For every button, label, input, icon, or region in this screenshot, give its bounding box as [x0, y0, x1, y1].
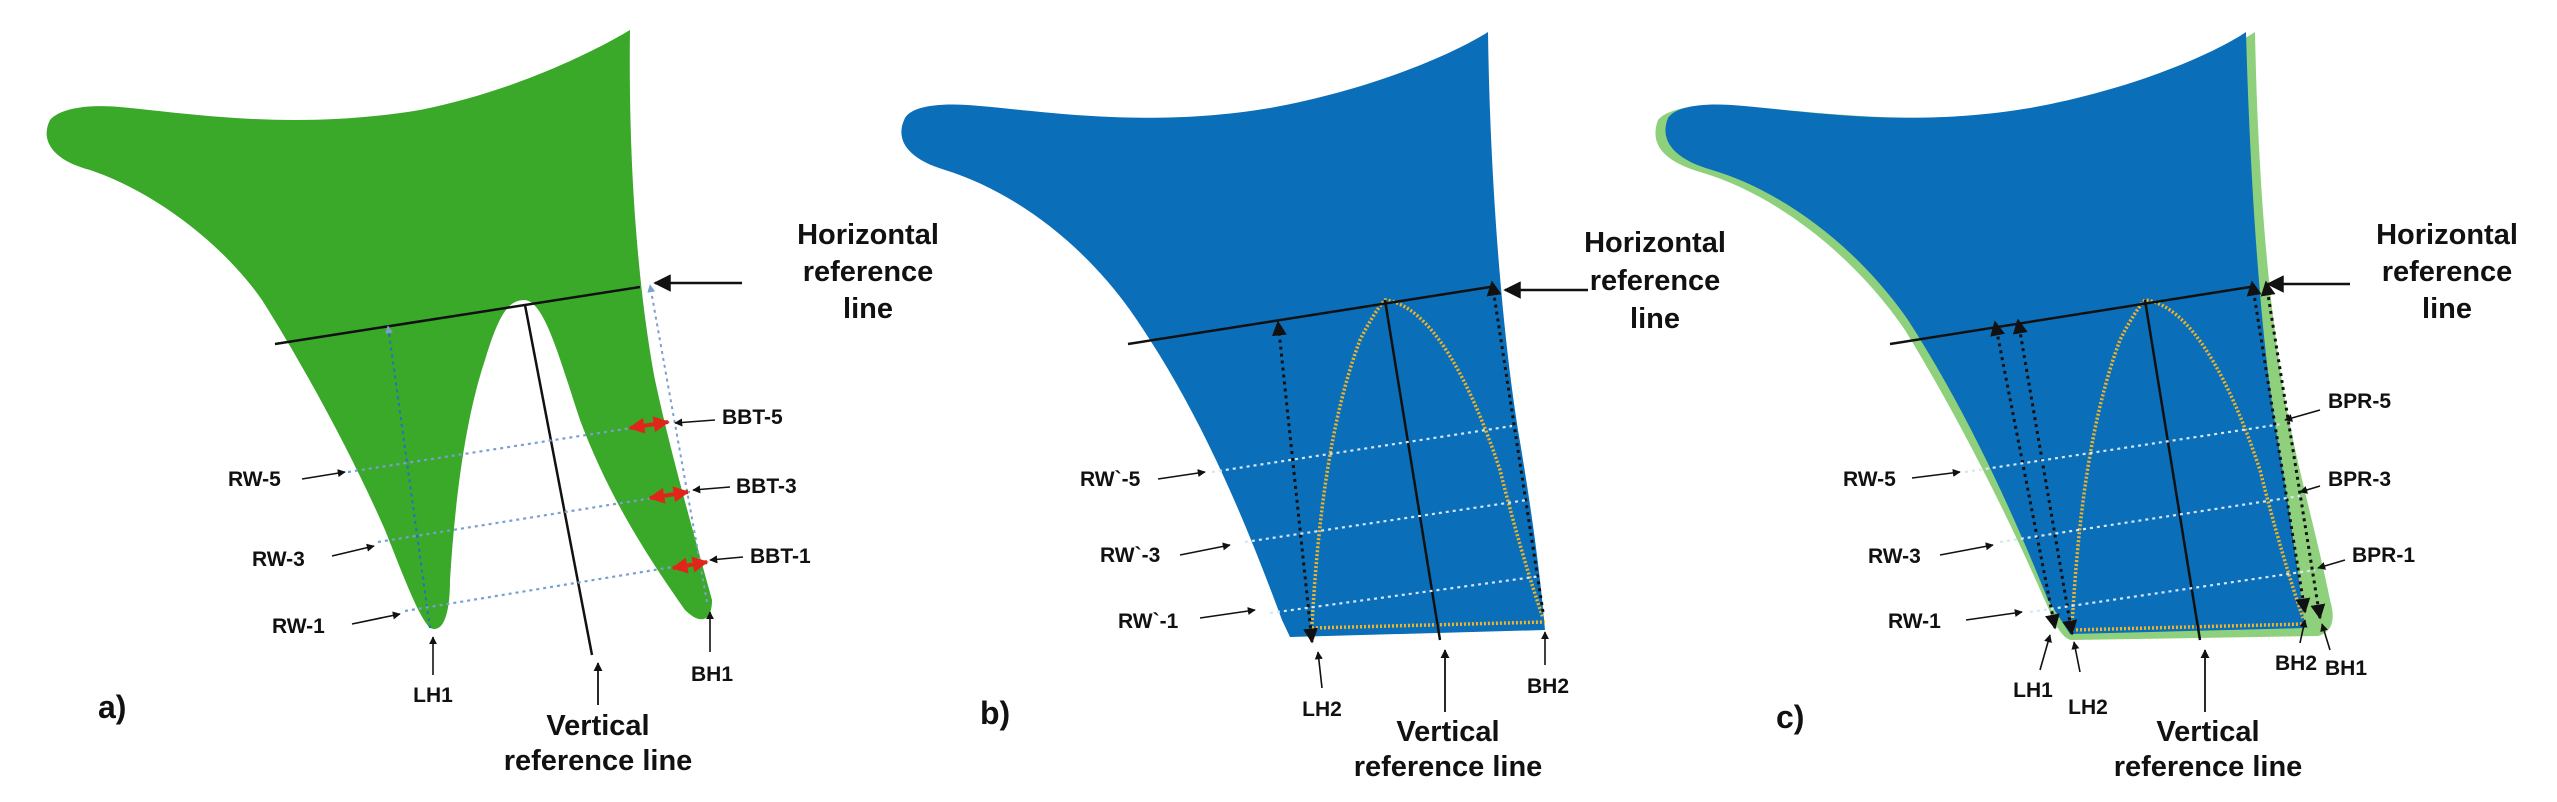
- bpr5-arrow-c: [2284, 409, 2321, 422]
- lh1-label-a: LH1: [413, 684, 453, 707]
- rw3-arrow-c: [1939, 542, 1994, 556]
- lh2-label-b: LH2: [1302, 698, 1342, 721]
- panel-c: Horizontal reference line RW-5 RW-3 RW-1…: [1655, 32, 2518, 783]
- width-line-5-b: [1211, 424, 1513, 474]
- vertical-label-a-1: Vertical: [546, 710, 649, 742]
- rw5-label-c: RW-5: [1843, 468, 1896, 491]
- lh1-dotted-arrow: [385, 325, 431, 629]
- vertical-label-c-2: reference line: [2114, 751, 2303, 783]
- rw3-label-a: RW-3: [252, 548, 305, 571]
- bbt3-arrow-a: [692, 485, 731, 494]
- width-line-3-c: [1999, 494, 2301, 544]
- bh1-dotted-arrow: [647, 284, 708, 603]
- bpr3-arrow-c: [2299, 485, 2321, 494]
- bpr3-label-c: BPR-3: [2328, 468, 2391, 491]
- horizontal-reference-line-b: [1127, 285, 1491, 346]
- width-line-5-c: [1964, 422, 2283, 474]
- vertical-label-a-2: reference line: [504, 745, 693, 777]
- bpr1-label-c: BPR-1: [2352, 544, 2415, 567]
- width-line-1-c: [2029, 568, 2316, 614]
- bbt5-label-a: BBT-5: [722, 406, 783, 429]
- horizontal-reference-line-c: [1889, 285, 2251, 346]
- horizontal-label-c-1: Horizontal: [2376, 219, 2518, 251]
- bpr5-label-c: BPR-5: [2328, 390, 2391, 413]
- panel-label-b: b): [980, 695, 1010, 731]
- horizontal-label-a-1: Horizontal: [797, 219, 939, 251]
- vertical-label-b-1: Vertical: [1396, 716, 1499, 748]
- horizontal-reference-line-a: [274, 285, 641, 346]
- rw1-label-c: RW-1: [1888, 610, 1941, 633]
- tooth-c-blue-shape: [1665, 32, 2305, 634]
- yellow-outline-b: [1310, 298, 1545, 625]
- bbt1-label-a: BBT-1: [750, 545, 811, 568]
- horizontal-label-a-3: line: [843, 293, 893, 325]
- bbt5-arrow-a: [674, 418, 716, 427]
- vertical-label-b-2: reference line: [1354, 751, 1543, 783]
- bbt-5-red-arrow: [628, 416, 670, 434]
- bh2-arrow-c: [2299, 619, 2308, 644]
- bbt1-arrow-a: [709, 555, 744, 564]
- bh1-label-a: BH1: [691, 663, 733, 686]
- rw1-arrow-a: [351, 611, 401, 625]
- rw3-arrow-a: [331, 543, 375, 557]
- lh2-label-c: LH2: [2068, 696, 2108, 719]
- tooth-a-green-shape: [46, 30, 712, 629]
- rw1-arrow-c: [1965, 609, 2023, 621]
- bh2-label-c: BH2: [2275, 652, 2317, 675]
- bpr1-arrow-c: [2317, 559, 2346, 570]
- rw5-arrow-a: [301, 469, 346, 480]
- bh2-label-b: BH2: [1527, 675, 1569, 698]
- width-line-3-b: [1244, 498, 1528, 544]
- panel-label-c: c): [1776, 699, 1804, 735]
- horizontal-label-b-1: Horizontal: [1584, 227, 1726, 259]
- tooth-b-blue-shape: [901, 32, 1545, 637]
- rw1-label-a: RW-1: [272, 615, 325, 638]
- panel-b: Horizontal reference line RW`-5 RW`-3 RW…: [901, 32, 1726, 783]
- horizontal-label-b-3: line: [1630, 303, 1680, 335]
- lh2-dotted-arrow: [1271, 320, 1319, 644]
- panel-label-a: a): [98, 689, 126, 725]
- rw5-arrow-c: [1911, 468, 1961, 479]
- rw1-label-b: RW`-1: [1118, 610, 1179, 633]
- yellow-baseline-c: [2071, 622, 2306, 632]
- rw3-label-b: RW`-3: [1100, 544, 1160, 567]
- vertical-label-c-1: Vertical: [2156, 716, 2259, 748]
- horizontal-label-a-2: reference: [803, 256, 934, 288]
- rw5-arrow-b: [1157, 469, 1206, 480]
- bbt-1-red-arrow: [671, 556, 709, 574]
- rw1-arrow-b: [1199, 607, 1256, 619]
- rw5-label-b: RW`-5: [1080, 468, 1141, 491]
- bbt-3-red-arrow: [648, 486, 690, 504]
- lh2-arrow-c: [2071, 641, 2081, 673]
- rw3-label-c: RW-3: [1868, 545, 1921, 568]
- bbt3-label-a: BBT-3: [736, 475, 797, 498]
- vertical-reference-line-a: [523, 304, 594, 656]
- panel-a: Horizontal reference line RW-5 RW-3 RW-1…: [46, 30, 939, 777]
- yellow-outline-c: [2070, 298, 2305, 627]
- bh1-dotted-arrow-c: [2260, 280, 2326, 620]
- vertical-reference-line-c: [2143, 299, 2202, 641]
- width-line-1-a: [404, 560, 704, 613]
- bh1-label-c: BH1: [2325, 657, 2367, 680]
- horizontal-label-c-2: reference: [2382, 256, 2513, 288]
- horizontal-label-c-3: line: [2422, 293, 2472, 325]
- horizontal-label-b-2: reference: [1590, 265, 1721, 297]
- rw3-arrow-b: [1179, 542, 1231, 556]
- vertical-reference-line-b: [1383, 299, 1442, 641]
- rw5-label-a: RW-5: [228, 468, 281, 491]
- lh2-arrow-b: [1314, 651, 1323, 689]
- yellow-baseline-b: [1311, 620, 1546, 630]
- lh1-label-c: LH1: [2013, 679, 2053, 702]
- width-line-5-a: [347, 420, 671, 474]
- bh1-arrow-c: [2320, 623, 2331, 651]
- lh1-arrow-c: [2039, 634, 2052, 671]
